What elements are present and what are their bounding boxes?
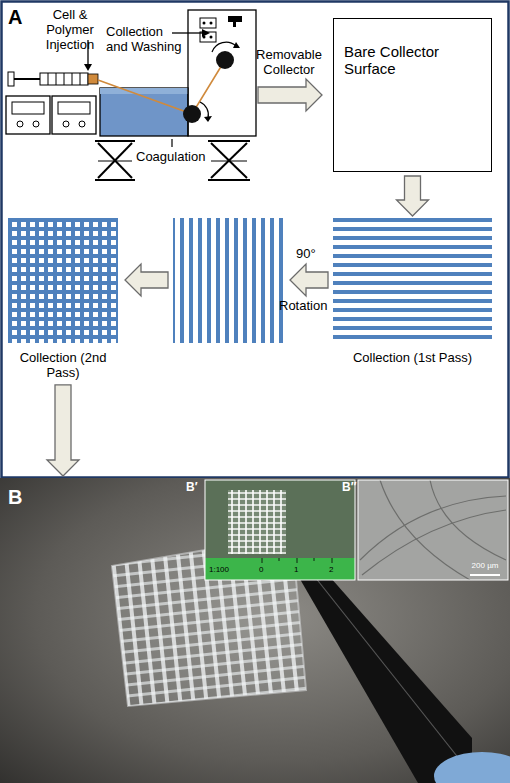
caption: Collection (1st Pass)	[333, 351, 492, 366]
fiber-pattern	[333, 218, 492, 343]
caption: Collection (2nd Pass)	[8, 351, 118, 381]
surface-box: Bare Collector Surface	[333, 18, 492, 172]
block-arrow	[397, 176, 429, 216]
arrow-label: Removable Collector	[250, 48, 328, 78]
photo-panel: B	[0, 478, 510, 783]
panel-letter: B	[8, 486, 22, 509]
inset-letter: B″	[342, 481, 356, 495]
ruler-number: 0	[259, 565, 263, 574]
fiber-pattern	[8, 218, 118, 343]
step-label: Cell & Polymer Injection	[28, 8, 112, 53]
arrow-label: 90°	[296, 247, 316, 262]
box-text: Bare Collector Surface	[344, 43, 456, 78]
ruler-number: 2	[329, 565, 333, 574]
ruler-number: 1:100	[209, 565, 229, 574]
collection-square: Collection (1st Pass)	[333, 218, 492, 366]
inset-letter: B′	[186, 481, 198, 495]
ruler-number: 1	[294, 565, 298, 574]
panel-letter: A	[8, 6, 22, 29]
arrow-label: Rotation	[279, 299, 327, 314]
step-label: Collection and Washing	[106, 25, 186, 55]
block-arrow	[47, 385, 79, 476]
step-label: Coagulation	[136, 150, 205, 165]
scale-bar-label: 200 µm	[460, 561, 510, 570]
collection-square: Collection (2nd Pass)	[8, 218, 118, 381]
